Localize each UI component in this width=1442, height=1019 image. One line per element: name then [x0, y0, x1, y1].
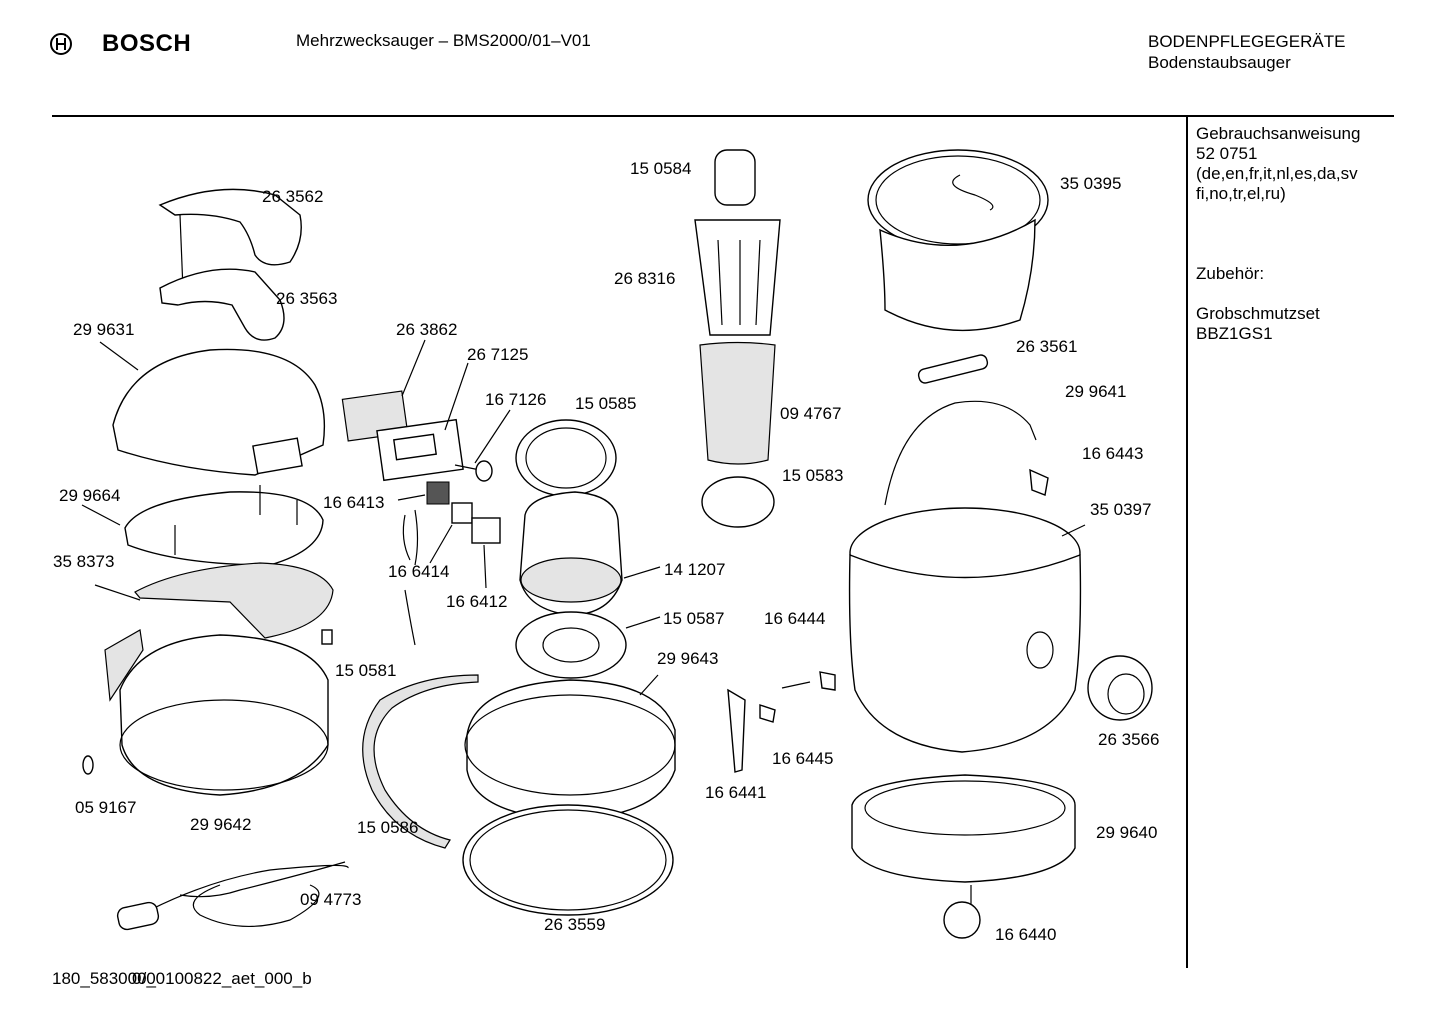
header-divider [52, 115, 1394, 117]
part-label: 15 0584 [630, 159, 692, 178]
category-label: BODENPFLEGEGERÄTE [1148, 32, 1346, 51]
wire-1 [402, 514, 411, 561]
bottom-gasket [462, 804, 674, 916]
motor-seat [466, 679, 676, 821]
clip-166444 [819, 671, 836, 691]
part-label: 29 9664 [59, 486, 121, 505]
part-label: 15 0586 [357, 818, 419, 837]
clip-150581 [321, 629, 333, 645]
caster-wheel [943, 901, 981, 939]
container-ring [851, 774, 1076, 883]
power-plug [116, 901, 160, 931]
foam-filter [699, 341, 776, 465]
part-label: 09 4773 [300, 890, 362, 909]
part-label: 14 1207 [664, 560, 726, 579]
drawing-code-start: 180_583000_ [52, 969, 157, 988]
part-label: 26 3862 [396, 320, 458, 339]
drawing-code-overlay: 0/ [132, 969, 147, 988]
accessory-name: Grobschmutzset [1196, 304, 1320, 323]
part-label: 15 0585 [575, 394, 637, 413]
part-label: 16 6444 [764, 609, 826, 628]
filter-bag [879, 218, 1036, 332]
seal-strip [362, 674, 479, 849]
part-label: 26 3563 [276, 289, 338, 308]
part-label: 29 9640 [1096, 823, 1158, 842]
part-label: 26 7125 [467, 345, 529, 364]
part-label: 15 0587 [663, 609, 725, 628]
clip-166445 [759, 704, 776, 723]
part-label: 26 3562 [262, 187, 324, 206]
switch-cover [451, 502, 473, 524]
motor-seal-ring [515, 419, 617, 497]
accessory-number: BBZ1GS1 [1196, 324, 1273, 343]
part-label: 35 0395 [1060, 174, 1122, 193]
part-label: 29 9641 [1065, 382, 1127, 401]
brand-name: BOSCH [102, 30, 192, 57]
mounting-plate [124, 491, 324, 566]
power-cord [149, 861, 349, 927]
wire-2 [414, 509, 419, 566]
manual-info: Gebrauchsanweisung 52 0751 (de,en,fr,it,… [1196, 124, 1386, 204]
part-label: 26 8316 [614, 269, 676, 288]
filter-basket [694, 219, 781, 336]
filter-cap [714, 149, 756, 206]
wire-handle [884, 400, 1037, 506]
handle-upper [158, 188, 302, 266]
part-label: 09 4767 [780, 404, 842, 423]
part-label: 16 6413 [323, 493, 385, 512]
part-label: 15 0581 [335, 661, 397, 680]
knob [475, 460, 493, 482]
filter-disc [701, 476, 775, 528]
category-block: BODENPFLEGEGERÄTE Bodenstaubsauger [1148, 31, 1345, 73]
base-clip [104, 629, 144, 702]
bosch-armature-icon [50, 33, 72, 55]
manual-number: 52 0751 [1196, 144, 1258, 163]
page-title: Mehrzwecksauger – BMS2000/01–V01 [296, 31, 591, 50]
handle-lower [159, 268, 285, 341]
part-label: 29 9642 [190, 815, 252, 834]
drawing-code: 180_583000_0/00100822_aet_000_b [52, 969, 312, 989]
lid-window [252, 437, 303, 475]
part-label: 05 9167 [75, 798, 137, 817]
dust-container [848, 553, 1082, 753]
motor-base [119, 634, 329, 796]
filter-mat [134, 562, 334, 639]
part-label: 35 8373 [53, 552, 115, 571]
manual-label: Gebrauchsanweisung [1196, 124, 1361, 143]
part-label: 15 0583 [782, 466, 844, 485]
sidebar-divider [1186, 116, 1188, 968]
subcategory-label: Bodenstaubsauger [1148, 53, 1291, 72]
accessories-label: Zubehör: [1196, 264, 1265, 283]
motor-gasket [515, 611, 627, 679]
part-label: 16 6441 [705, 783, 767, 802]
part-label: 16 6443 [1082, 444, 1144, 463]
leader-lines [81, 339, 1086, 696]
part-label: 16 6412 [446, 592, 508, 611]
part-label: 16 6414 [388, 562, 450, 581]
wire-3 [404, 589, 416, 646]
base-foot [82, 755, 94, 775]
part-label: 16 6440 [995, 925, 1057, 944]
part-label: 26 3566 [1098, 730, 1160, 749]
part-label: 16 7126 [485, 390, 547, 409]
swivel-wheel [1087, 655, 1153, 721]
latch-263561 [917, 354, 989, 384]
accessory-info: Grobschmutzset BBZ1GS1 [1196, 304, 1386, 344]
switch-frame [471, 517, 501, 544]
switch [426, 481, 450, 505]
part-label: 29 9643 [657, 649, 719, 668]
bosch-logo: BOSCH [50, 30, 191, 58]
clip-166443 [1029, 468, 1049, 496]
part-label: 26 3559 [544, 915, 606, 934]
part-label: 26 3561 [1016, 337, 1078, 356]
part-label: 29 9631 [73, 320, 135, 339]
part-label: 16 6445 [772, 749, 834, 768]
drawing-code-rest: 00100822_aet_000_b [146, 969, 312, 988]
clip-166441 [727, 688, 746, 773]
manual-languages: (de,en,fr,it,nl,es,da,sv fi,no,tr,el,ru) [1196, 164, 1358, 203]
part-label: 35 0397 [1090, 500, 1152, 519]
